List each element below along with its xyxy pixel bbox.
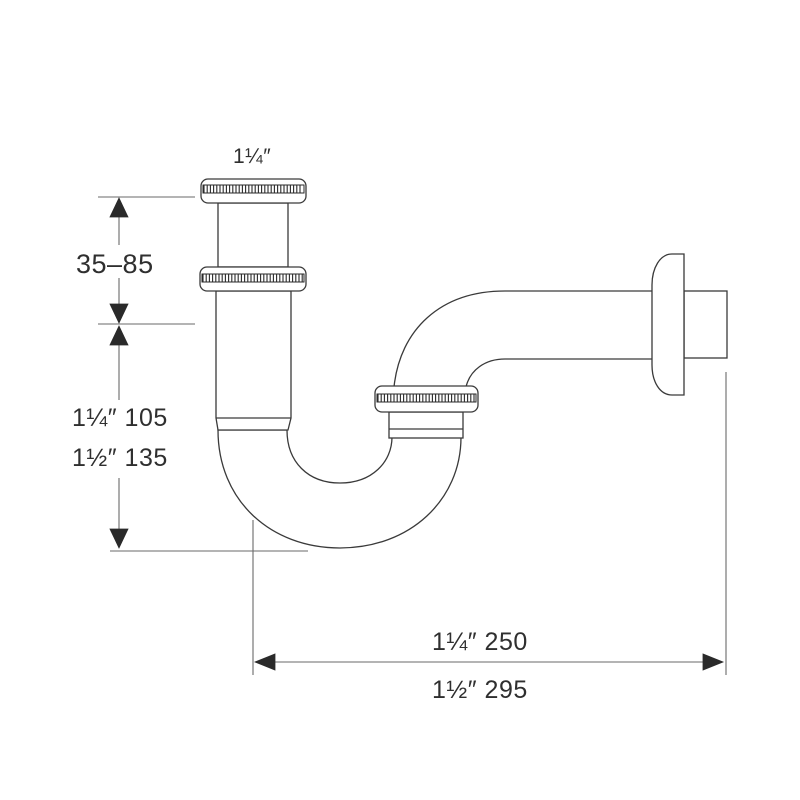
tailpiece — [215, 202, 292, 431]
arrow-right-icon — [702, 653, 725, 671]
wall-stub — [683, 290, 728, 359]
outlet-arm — [393, 290, 654, 388]
drop-large-label: 1½″ 135 — [72, 444, 168, 472]
arrow-left-icon — [253, 653, 276, 671]
inlet-nut — [200, 178, 307, 204]
arrow-up-icon — [109, 197, 129, 218]
dimension-lines — [98, 196, 727, 675]
arrow-up-icon — [109, 325, 129, 346]
length-small-label: 1¼″ 250 — [432, 628, 528, 656]
upper-tube — [217, 202, 289, 268]
middle-nut — [199, 266, 307, 292]
u-bend — [217, 429, 462, 549]
lower-tube — [215, 290, 292, 431]
outlet-nut — [374, 385, 479, 413]
arrow-down-icon — [109, 528, 129, 549]
inlet-size-label: 1¼″ — [233, 145, 272, 168]
wall-flange — [651, 253, 685, 396]
outlet-collar — [388, 411, 464, 439]
drop-small-label: 1¼″ 105 — [72, 404, 168, 432]
arrow-down-icon — [109, 303, 129, 324]
tailpiece-adjust-label: 35–85 — [76, 249, 154, 279]
length-large-label: 1½″ 295 — [432, 676, 528, 704]
